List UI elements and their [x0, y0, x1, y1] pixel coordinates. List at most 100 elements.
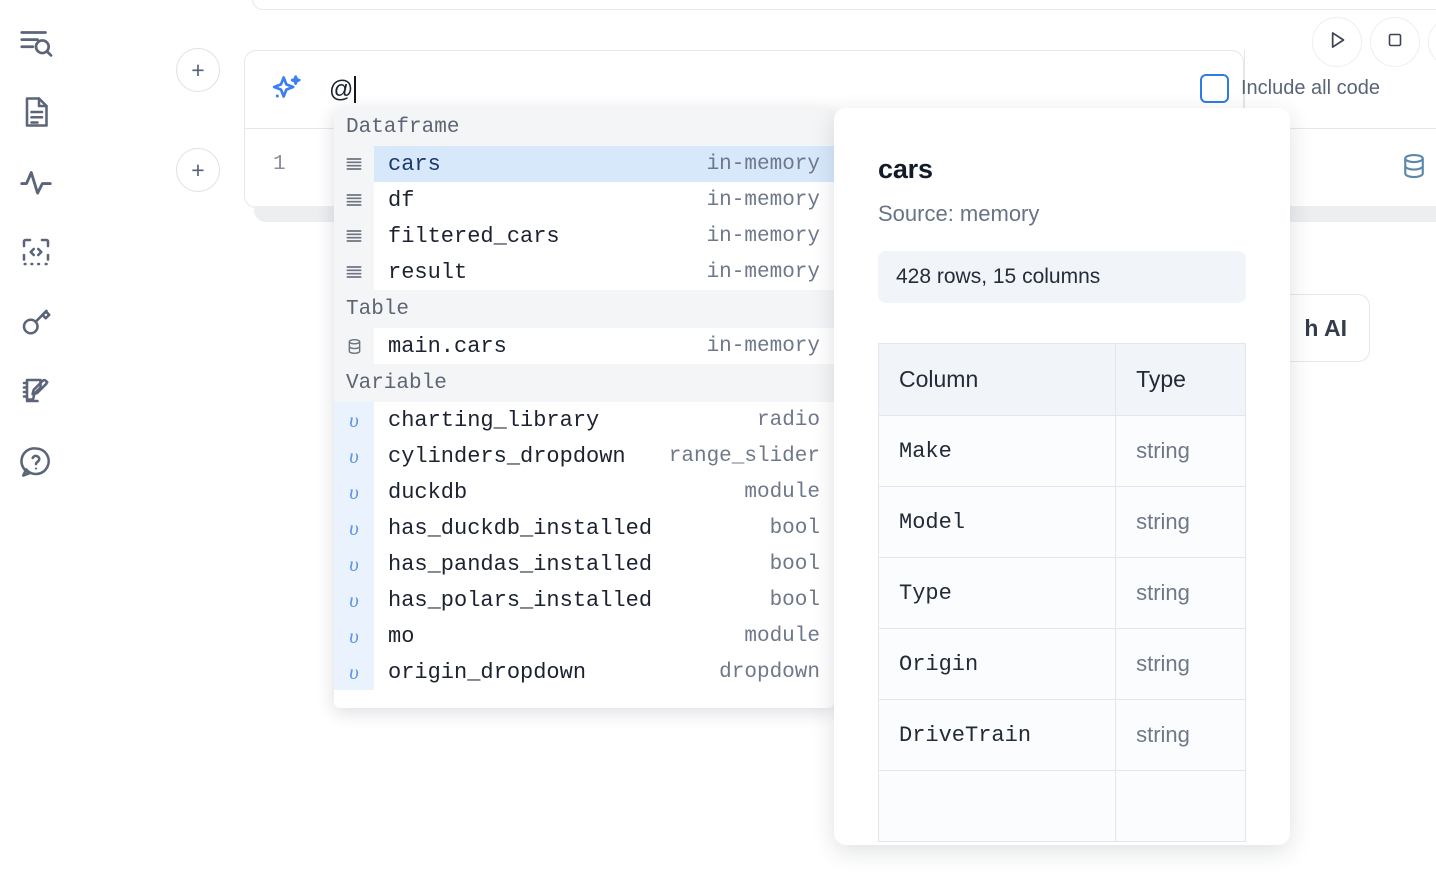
- schema-column-name: Origin: [877, 628, 1117, 700]
- add-cell-below-button[interactable]: +: [176, 148, 220, 192]
- cell-icon-group: M↓: [1399, 151, 1436, 186]
- schema-column-name: [877, 770, 1117, 842]
- autocomplete-item-type: bool: [769, 588, 820, 612]
- autocomplete-item-type: in-memory: [706, 260, 820, 284]
- autocomplete-item-name: duckdb: [388, 479, 468, 505]
- schema-column-header: Column: [877, 343, 1117, 416]
- autocomplete-item[interactable]: υ cylinders_dropdown range_slider: [334, 438, 834, 474]
- schema-column-type: string: [1115, 628, 1246, 700]
- schema-column-type: [1115, 770, 1246, 842]
- dataframe-info-panel: cars Source: memory 428 rows, 15 columns…: [834, 108, 1290, 845]
- include-all-code-checkbox[interactable]: [1200, 74, 1229, 103]
- autocomplete-item-name: filtered_cars: [388, 223, 560, 249]
- sidebar-item-scratchpad[interactable]: [13, 364, 59, 420]
- variable-icon: υ: [334, 618, 374, 654]
- variable-icon: υ: [334, 510, 374, 546]
- outline-search-icon: [17, 23, 55, 61]
- dataframe-icon: [334, 254, 374, 290]
- autocomplete-item-name: cylinders_dropdown: [388, 443, 626, 469]
- variable-icon: υ: [334, 438, 374, 474]
- schema-column-name: Type: [877, 557, 1117, 629]
- autocomplete-group-header: Table: [334, 290, 834, 328]
- autocomplete-item[interactable]: filtered_cars in-memory: [334, 218, 834, 254]
- autocomplete-item-body: origin_dropdown dropdown: [374, 654, 834, 690]
- autocomplete-item-name: origin_dropdown: [388, 659, 587, 685]
- database-icon[interactable]: [1399, 151, 1429, 186]
- add-cell-above-button[interactable]: +: [176, 48, 220, 92]
- autocomplete-item-name: charting_library: [388, 407, 600, 433]
- autocomplete-item-body: cars in-memory: [374, 146, 834, 182]
- sidebar-item-help[interactable]: [13, 434, 59, 490]
- autocomplete-item-name: has_polars_installed: [388, 587, 653, 613]
- autocomplete-item-type: module: [744, 624, 820, 648]
- line-number: 1: [273, 153, 286, 176]
- autocomplete-item-type: dropdown: [719, 660, 820, 684]
- text-caret: [354, 76, 357, 103]
- sidebar-item-runtime[interactable]: [13, 154, 59, 210]
- ai-prompt-value: @: [329, 75, 354, 103]
- autocomplete-item-type: in-memory: [706, 152, 820, 176]
- square-stop-icon: [1383, 28, 1407, 57]
- document-icon: [18, 94, 54, 130]
- key-icon: [18, 304, 54, 340]
- dataframe-icon: [334, 182, 374, 218]
- autocomplete-item[interactable]: cars in-memory: [334, 146, 834, 182]
- autocomplete-item-type: range_slider: [668, 444, 820, 468]
- play-icon: [1324, 27, 1350, 58]
- autocomplete-item-type: in-memory: [706, 188, 820, 212]
- autocomplete-group-header: Variable: [334, 364, 834, 402]
- schema-table-header-row: Column Type: [877, 343, 1246, 416]
- autocomplete-item-body: has_polars_installed bool: [374, 582, 834, 618]
- autocomplete-item-body: cylinders_dropdown range_slider: [374, 438, 834, 474]
- run-cell-button[interactable]: [1312, 17, 1362, 67]
- help-chat-icon: [18, 444, 54, 480]
- sidebar-item-snippets[interactable]: [13, 224, 59, 280]
- include-all-code-label: Include all code: [1241, 77, 1380, 99]
- previous-cell-stub: [252, 0, 1436, 10]
- stop-cell-button[interactable]: [1370, 17, 1420, 67]
- variable-icon: υ: [334, 474, 374, 510]
- schema-type-header: Type: [1115, 343, 1246, 416]
- ai-prompt-input[interactable]: @: [307, 51, 1243, 128]
- schema-column-name: Model: [877, 486, 1117, 558]
- info-panel-source: Source: memory: [878, 201, 1040, 226]
- variable-icon: υ: [334, 546, 374, 582]
- schema-column-name: DriveTrain: [877, 699, 1117, 771]
- activity-icon: [17, 163, 55, 201]
- sidebar-item-secrets[interactable]: [13, 294, 59, 350]
- schema-column-type: string: [1115, 415, 1246, 487]
- autocomplete-item-name: main.cars: [388, 333, 507, 359]
- schema-column-type: string: [1115, 486, 1246, 558]
- left-sidebar: [0, 0, 72, 874]
- autocomplete-item-name: has_pandas_installed: [388, 551, 653, 577]
- include-all-code-row[interactable]: Include all code: [1200, 74, 1380, 103]
- sidebar-item-explore[interactable]: [13, 14, 59, 70]
- autocomplete-item-name: cars: [388, 151, 441, 177]
- scratchpad-edit-icon: [18, 374, 54, 410]
- sidebar-item-notebook[interactable]: [13, 84, 59, 140]
- autocomplete-item-body: filtered_cars in-memory: [374, 218, 834, 254]
- autocomplete-item-type: in-memory: [706, 224, 820, 248]
- dataframe-icon: [334, 146, 374, 182]
- database-icon: [334, 328, 374, 364]
